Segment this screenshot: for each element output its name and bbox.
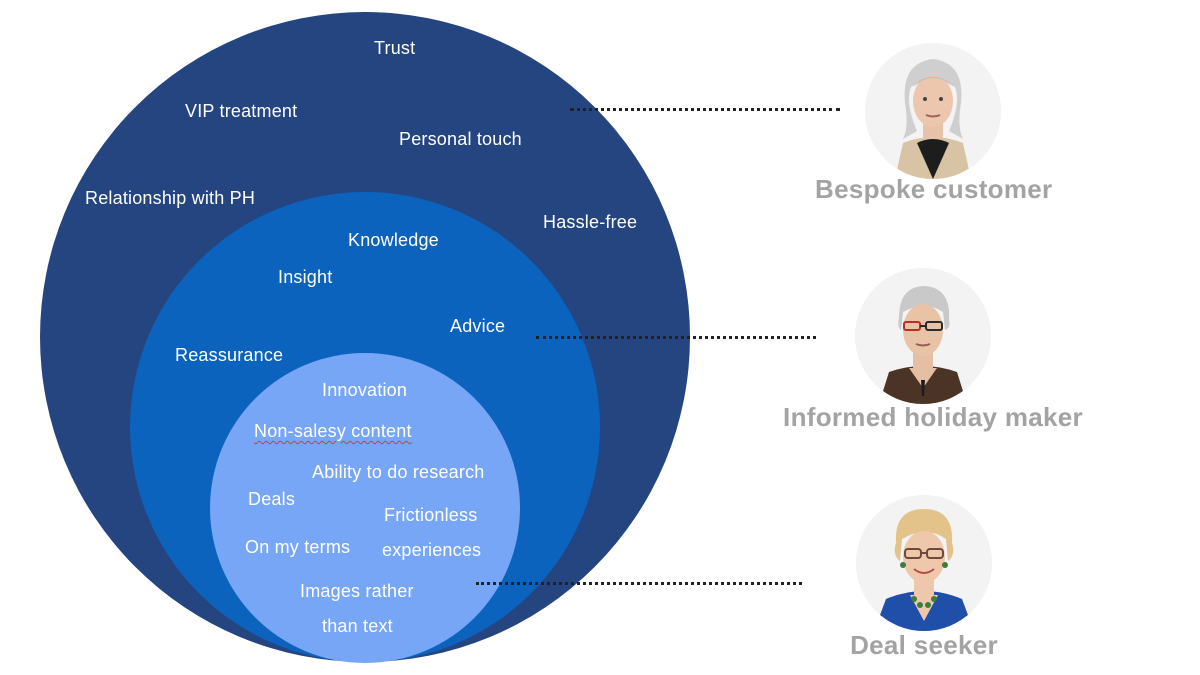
label-relationship-with-ph: Relationship with PH (85, 188, 256, 208)
label-advice: Advice (450, 316, 506, 336)
connector-deal (476, 582, 802, 585)
label-images-rather: Images rather (300, 581, 414, 601)
label-knowledge: Knowledge (348, 230, 439, 250)
label-hassle-free: Hassle-free (543, 212, 638, 232)
label-ability-to-do-research: Ability to do research (312, 462, 485, 482)
label-on-my-terms: On my terms (245, 537, 351, 557)
label-vip-treatment: VIP treatment (185, 101, 298, 121)
label-frictionless: Frictionless (384, 505, 478, 525)
persona-name-bespoke: Bespoke customer (815, 174, 1053, 204)
persona-name-informed: Informed holiday maker (783, 402, 1083, 432)
label-non-salesy-content: Non-salesy content (254, 421, 412, 441)
connector-bespoke (570, 108, 840, 111)
bespoke-customer-photo (865, 43, 1001, 179)
label-insight: Insight (278, 267, 333, 287)
informed-holiday-maker-photo (855, 268, 991, 404)
label-trust: Trust (374, 38, 416, 58)
label-personal-touch: Personal touch (399, 129, 522, 149)
label-reassurance: Reassurance (175, 345, 284, 365)
label-experiences: experiences (382, 540, 482, 560)
label-innovation: Innovation (322, 380, 408, 400)
label-than-text: than text (322, 616, 393, 636)
persona-name-deal-seeker: Deal seeker (850, 630, 998, 660)
label-deals: Deals (248, 489, 296, 509)
inner-circle-deal (210, 353, 520, 663)
connector-informed (536, 336, 816, 339)
deal-seeker-photo (856, 495, 992, 631)
